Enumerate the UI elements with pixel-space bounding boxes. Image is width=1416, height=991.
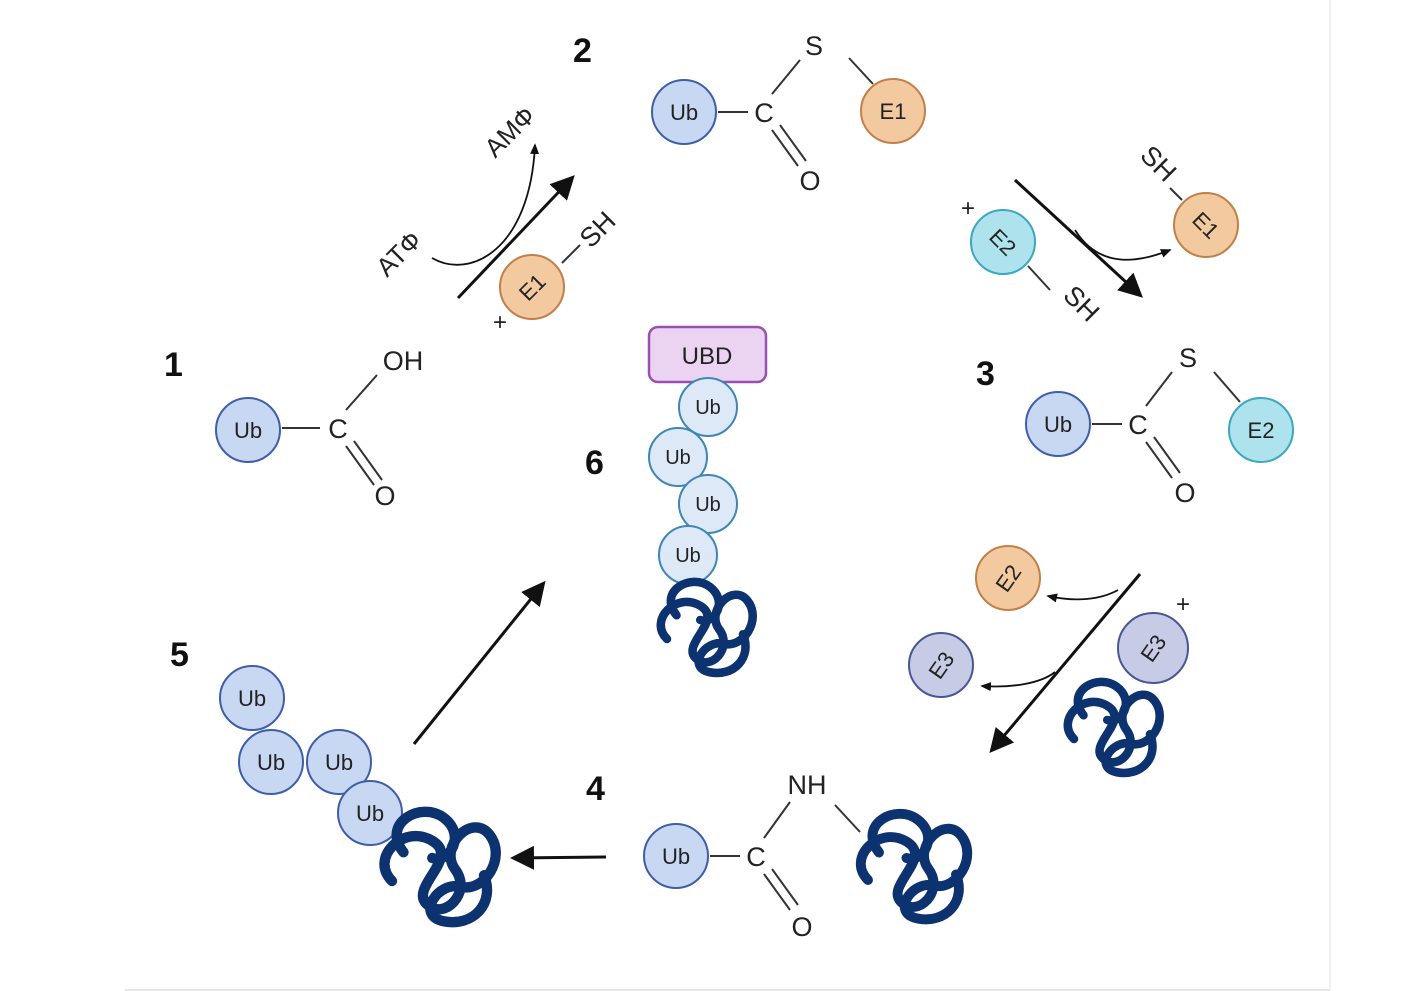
substrate-protein-icon (384, 812, 495, 922)
e2-release-curve (1046, 589, 1119, 603)
ub-bead (306, 729, 372, 795)
carbon-atom: C (746, 842, 766, 872)
atp-label: ATФ (370, 225, 427, 282)
step-1-ub-carboxyl: Ub C OH O (215, 346, 424, 511)
ub-label: Ub (665, 447, 691, 469)
e1-bead (860, 78, 926, 144)
arrow-5-to-6 (412, 580, 546, 745)
e2-bead-released (975, 545, 1041, 611)
oxygen-atom: O (1174, 478, 1195, 508)
thiol-group: SH (1134, 140, 1182, 188)
atp-to-amp-curve (431, 143, 540, 266)
ub-bead (648, 427, 708, 487)
oxygen-atom: O (791, 912, 812, 942)
arrow-4-to-5 (510, 845, 607, 870)
ub-label: Ub (670, 100, 698, 125)
substrate-protein-icon (861, 814, 967, 920)
oxygen-atom: O (374, 481, 395, 511)
e1-label: E1 (880, 99, 907, 124)
ub-bead (238, 729, 304, 795)
ub-label: Ub (257, 750, 285, 775)
ub-bead (337, 780, 403, 846)
ub-label: Ub (695, 494, 721, 516)
bond (345, 374, 378, 411)
double-bond (771, 868, 799, 906)
bond (1169, 187, 1183, 201)
ub-label: Ub (662, 844, 690, 869)
thiol-group: SH (1057, 280, 1105, 328)
e2-label: E2 (1248, 418, 1275, 443)
carbon-atom: C (1128, 410, 1148, 440)
ub-bead (219, 665, 285, 731)
step-2-label: 2 (573, 32, 592, 70)
step-1-label: 1 (164, 346, 183, 384)
ub-label: Ub (238, 686, 266, 711)
ub-bead (651, 79, 717, 145)
e2-bead (970, 209, 1036, 275)
bond (1027, 265, 1051, 291)
double-bond (353, 440, 383, 481)
ub-bead (678, 377, 738, 437)
ubd-label: UBD (682, 343, 733, 370)
step-3-ub-e2-thioester: Ub C S E2 O (1025, 343, 1294, 508)
arrow-3-to-4: E2 E3 + E3 (908, 545, 1190, 773)
double-bond (1145, 441, 1173, 479)
arrow-2-to-3: + E2 SH E1 SH (961, 140, 1239, 328)
step-4-label: 4 (586, 770, 605, 808)
substrate-protein-icon (1068, 682, 1160, 773)
ub-bead (1025, 391, 1091, 457)
step-5-polyubiquitinated-substrate: Ub Ub Ub Ub (219, 665, 496, 922)
oxygen-atom: O (799, 166, 820, 196)
double-bond (771, 129, 799, 167)
hydroxyl-group: OH (383, 346, 424, 376)
e3-release-curve (980, 671, 1056, 692)
ub-label: Ub (356, 801, 384, 826)
double-bond (1153, 436, 1181, 474)
step-6-label: 6 (585, 444, 604, 482)
ub-label: Ub (675, 545, 701, 567)
ub-bead (215, 397, 281, 463)
step-6-ubd-recognition: UBD Ub Ub Ub Ub (647, 325, 768, 673)
e3-bead-released (908, 632, 974, 698)
amine-group: NH (788, 770, 827, 800)
e1-release-curve (1074, 229, 1172, 261)
plus-sign: + (1176, 591, 1190, 618)
step-3-label: 3 (976, 355, 995, 393)
plus-sign: + (961, 195, 975, 222)
arrow-1-to-2: ATФ AMФ + E1 SH (370, 100, 622, 336)
double-bond (763, 873, 791, 911)
carbon-atom: C (328, 414, 348, 444)
ub-label: Ub (234, 418, 262, 443)
bond (834, 804, 861, 833)
double-bond (779, 124, 807, 162)
e1-bead (499, 254, 565, 320)
thiol-group: SH (574, 206, 622, 254)
step-2-ub-e1-thioester: Ub C S E1 O (651, 31, 926, 196)
e1-bead (1173, 192, 1239, 258)
ub-label: Ub (1044, 412, 1072, 437)
bond (1213, 371, 1241, 403)
ub-label: Ub (695, 397, 721, 419)
carbon-atom: C (754, 98, 774, 128)
bond (1145, 371, 1173, 407)
e3-bead (1117, 612, 1189, 684)
bond (771, 59, 801, 95)
plus-sign: + (493, 309, 507, 336)
step-4-ub-substrate-isopeptide: Ub C NH O (643, 770, 967, 942)
ub-label: Ub (325, 750, 353, 775)
amp-label: AMФ (478, 100, 541, 163)
ub-bead (643, 823, 709, 889)
bond (848, 57, 874, 85)
sulfur-atom: S (1179, 343, 1197, 373)
substrate-protein-icon (661, 582, 753, 673)
bond (763, 801, 791, 839)
sulfur-atom: S (805, 31, 823, 61)
step-5-label: 5 (170, 636, 189, 674)
bond (561, 244, 581, 264)
double-bond (345, 445, 375, 486)
e2-bead (1228, 397, 1294, 463)
